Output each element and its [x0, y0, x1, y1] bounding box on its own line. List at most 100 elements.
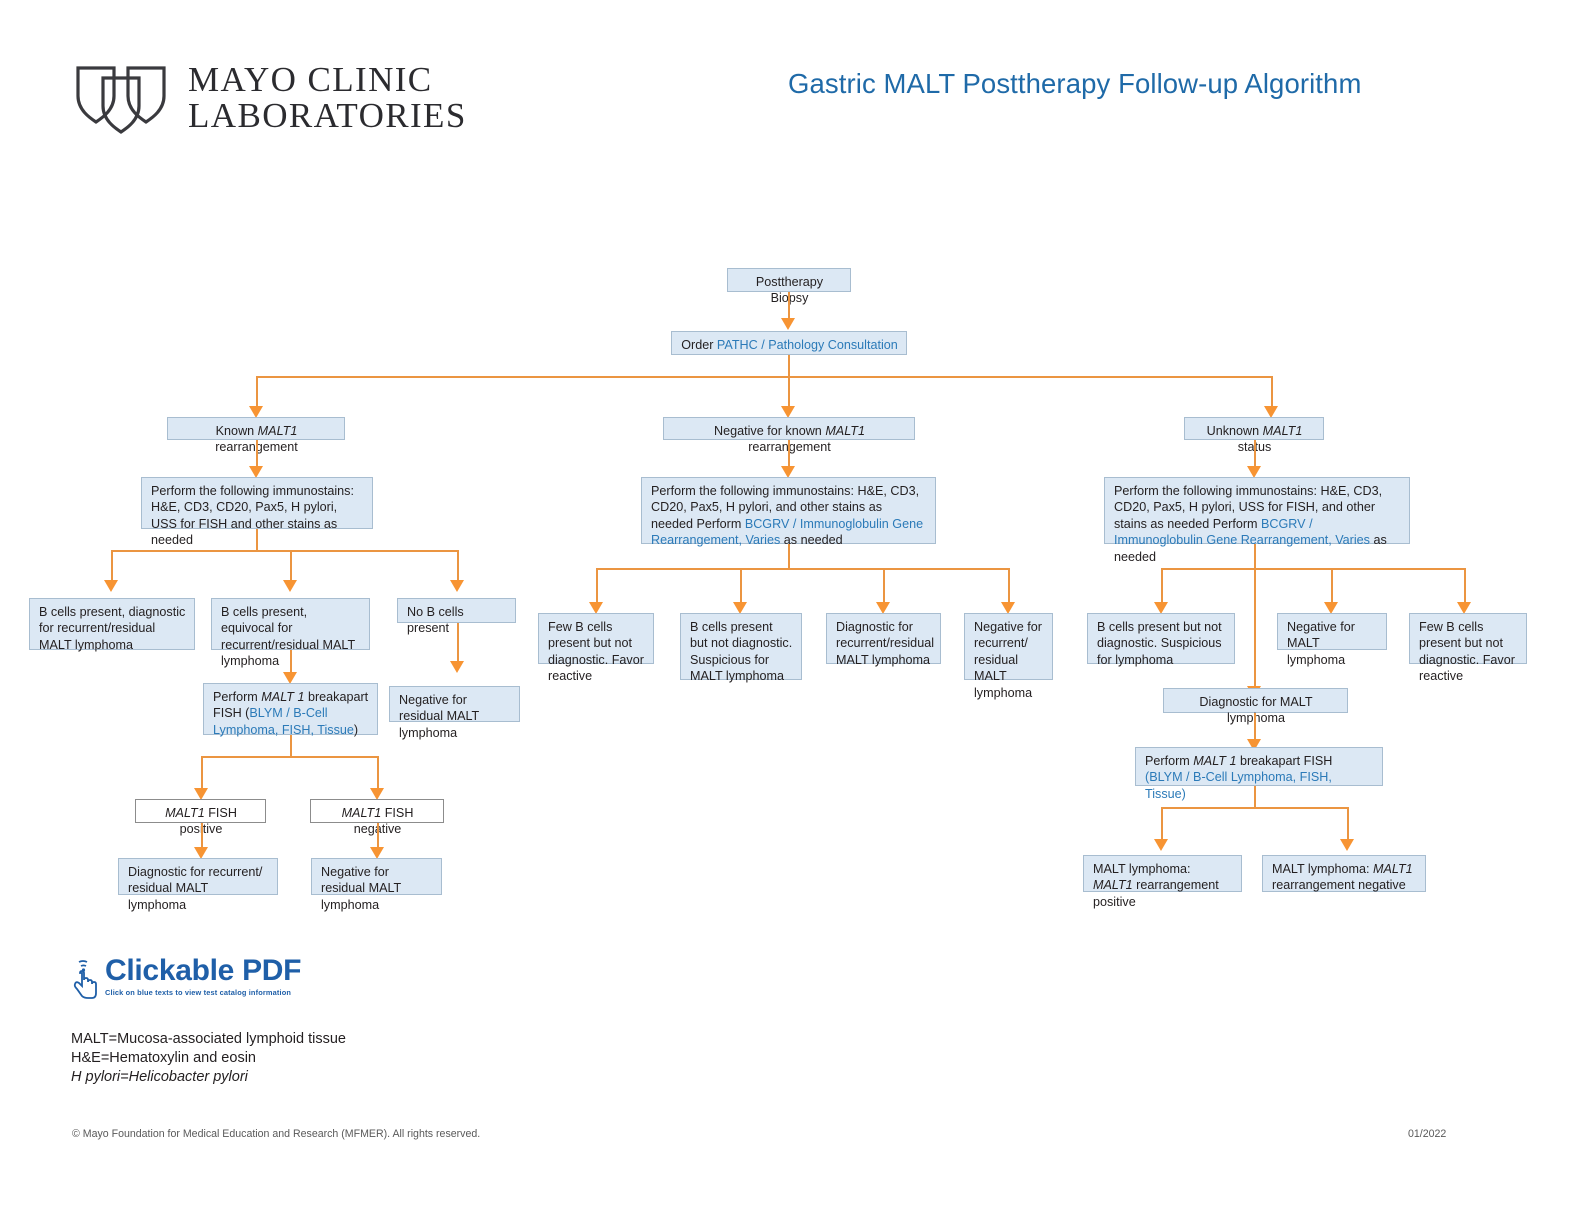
connector-fishneg-result: [377, 823, 379, 849]
right-stains-pre: Perform the following immunostains: H&E,…: [1114, 484, 1383, 531]
abbrev-malt: MALT=Mucosa-associated lymphoid tissue: [71, 1031, 346, 1047]
abbrev-hpylori: H pylori=Helicobacter pylori: [71, 1069, 248, 1086]
node-left-perform-fish: Perform MALT 1 breakapart FISH (BLYM / B…: [203, 683, 378, 737]
fish-post: ): [353, 722, 359, 737]
node-right-outcome-few-b-cells: Few B cells present but not diagnostic. …: [1409, 613, 1527, 683]
node-right-result-positive: MALT lymphoma: MALT1 rearrangement posit…: [1083, 855, 1242, 909]
fish-gene: MALT 1: [261, 690, 305, 704]
node-left-outcome-equivocal: B cells present, equivocal for recurrent…: [211, 598, 370, 668]
rneg-post: rearrangement negative: [1272, 878, 1406, 893]
brand-line-1: MAYO CLINIC: [188, 60, 433, 100]
node-unknown-malt1-status: Unknown MALT1 status: [1184, 417, 1324, 454]
connector-rfish-down: [1254, 786, 1256, 808]
connector-left-f2: [290, 550, 292, 582]
connector-mid-f1: [596, 568, 598, 604]
rfish-pre: Perform: [1145, 754, 1194, 768]
mid-stains-pre: Perform the following immunostains: H&E,…: [651, 484, 920, 531]
arrow-fishpos-result: [194, 847, 208, 859]
connector-fish-fork: [201, 756, 378, 758]
copyright-notice: © Mayo Foundation for Medical Education …: [72, 1128, 481, 1140]
connector-nobcells-down: [457, 623, 459, 663]
node-left-negative-residual-2: Negative for residual MALT lymphoma: [311, 858, 442, 912]
clickable-pdf-title: Clickable PDF: [105, 954, 302, 987]
node-mid-outcome-few-b-cells: Few B cells present but not diagnostic. …: [538, 613, 654, 683]
arrow-negknown-to-stains: [781, 466, 795, 478]
arrow-unknown-to-stains: [1247, 466, 1261, 478]
bcgrv-link-middle[interactable]: BCGRV / Immunoglobulin Gene Rearrangemen…: [651, 516, 924, 548]
arrow-fish-pos: [194, 788, 208, 800]
connector-right-f2: [1331, 568, 1333, 604]
right-stains-post: as needed: [1114, 533, 1387, 564]
arrow-nobcells-down: [450, 661, 464, 673]
arrow-right-f3: [1457, 602, 1471, 614]
connector-fish-neg: [377, 756, 379, 790]
node-negative-known-malt1: Negative for known MALT1 rearrangement: [663, 417, 915, 454]
arrow-to-left-branch: [249, 406, 263, 418]
bcgrv-link-right[interactable]: BCGRV / Immunoglobulin Gene Rearrangemen…: [1114, 516, 1370, 548]
node-posttherapy-biopsy: Posttherapy Biopsy: [727, 268, 851, 305]
pathc-link[interactable]: PATHC / Pathology Consultation: [716, 338, 898, 352]
connector-right-f1: [1161, 568, 1163, 604]
node-malt1-fish-positive: MALT1 FISH positive: [135, 799, 266, 836]
connector-mid-f2: [740, 568, 742, 604]
arrow-mid-f4: [1001, 602, 1015, 614]
connector-rfish-fork: [1161, 807, 1348, 809]
arrow-fishneg-result: [370, 847, 384, 859]
connector-right-drop: [1271, 376, 1273, 408]
connector-left-f1: [111, 550, 113, 582]
brand-line-2: LABORATORIES: [188, 96, 467, 135]
node-left-negative-residual: Negative for residual MALT lymphoma: [389, 686, 520, 740]
node-middle-immunostains: Perform the following immunostains: H&E,…: [641, 477, 936, 548]
node-right-diagnostic-malt: Diagnostic for MALT lymphoma: [1163, 688, 1348, 725]
abbreviations-block: MALT=Mucosa-associated lymphoid tissue H…: [71, 1030, 346, 1088]
clickable-pdf-subtitle: Click on blue texts to view test catalog…: [105, 988, 292, 997]
node-known-malt1-rearrangement: Known MALT1 rearrangement: [167, 417, 345, 454]
rpos-post: rearrangement positive: [1093, 878, 1219, 909]
arrow-equivocal-to-fish: [283, 672, 297, 684]
clickable-pdf-badge[interactable]: Clickable PDF Click on blue texts to vie…: [70, 954, 302, 999]
node-left-outcome-no-b-cells: No B cells present: [397, 598, 516, 635]
connector-fish-pos: [201, 756, 203, 790]
mayo-shields-icon: [72, 62, 170, 134]
arrow-left-f1: [104, 580, 118, 592]
connector-right-stains-straight-down: [1254, 544, 1256, 690]
connector-diagnostic-to-fish: [1254, 713, 1256, 741]
arrow-mid-f2: [733, 602, 747, 614]
connector-mid-f4: [1008, 568, 1010, 604]
arrow-rfish-neg: [1340, 839, 1354, 851]
fishpos-post: FISH positive: [180, 806, 237, 836]
arrow-rfish-pos: [1154, 839, 1168, 851]
rfish-mid: breakapart FISH: [1236, 754, 1333, 768]
arrow-right-f1: [1154, 602, 1168, 614]
connector-right-f3: [1464, 568, 1466, 604]
node-malt1-fish-negative: MALT1 FISH negative: [310, 799, 444, 836]
arrow-left-f3: [450, 580, 464, 592]
node-order-pathc: Order PATHC / Pathology Consultation: [671, 331, 907, 355]
brand-wordmark: MAYO CLINIC LABORATORIES: [188, 62, 467, 133]
mid-stains-post: as needed: [780, 533, 843, 548]
fish-pre: Perform: [213, 690, 262, 704]
abbrev-he: H&E=Hematoxylin and eosin: [71, 1050, 256, 1067]
known-pre: Known: [215, 424, 258, 438]
node-mid-outcome-diagnostic: Diagnostic for recurrent/residual MALT l…: [826, 613, 941, 667]
rpos-pre: MALT lymphoma:: [1093, 862, 1191, 876]
node-left-diagnostic-recurrent: Diagnostic for recurrent/ residual MALT …: [118, 858, 278, 912]
arrow-known-to-stains: [249, 466, 263, 478]
connector-order-down: [788, 355, 790, 377]
clickable-pdf-text: Clickable PDF Click on blue texts to vie…: [105, 954, 302, 998]
blym-link[interactable]: BLYM / B-Cell Lymphoma, FISH, Tissue: [213, 706, 354, 737]
page-title: Gastric MALT Posttherapy Follow-up Algor…: [788, 68, 1362, 99]
order-prefix: Order: [681, 338, 717, 352]
blym-link-right[interactable]: (BLYM / B-Cell Lymphoma, FISH, Tissue): [1145, 770, 1332, 801]
connector-root-to-order: [788, 292, 790, 320]
connector-fishpos-result: [201, 823, 203, 849]
connector-left-stains-down: [256, 529, 258, 551]
arrow-to-right-branch: [1264, 406, 1278, 418]
connector-middle-drop: [788, 376, 790, 408]
unknown-gene: MALT1: [1262, 424, 1303, 438]
node-mid-outcome-negative: Negative for recurrent/ residual MALT ly…: [964, 613, 1053, 700]
connector-right-fork-horizontal: [1161, 568, 1465, 570]
fish-mid: breakapart FISH (: [213, 690, 369, 721]
node-mid-outcome-suspicious: B cells present but not diagnostic. Susp…: [680, 613, 802, 683]
